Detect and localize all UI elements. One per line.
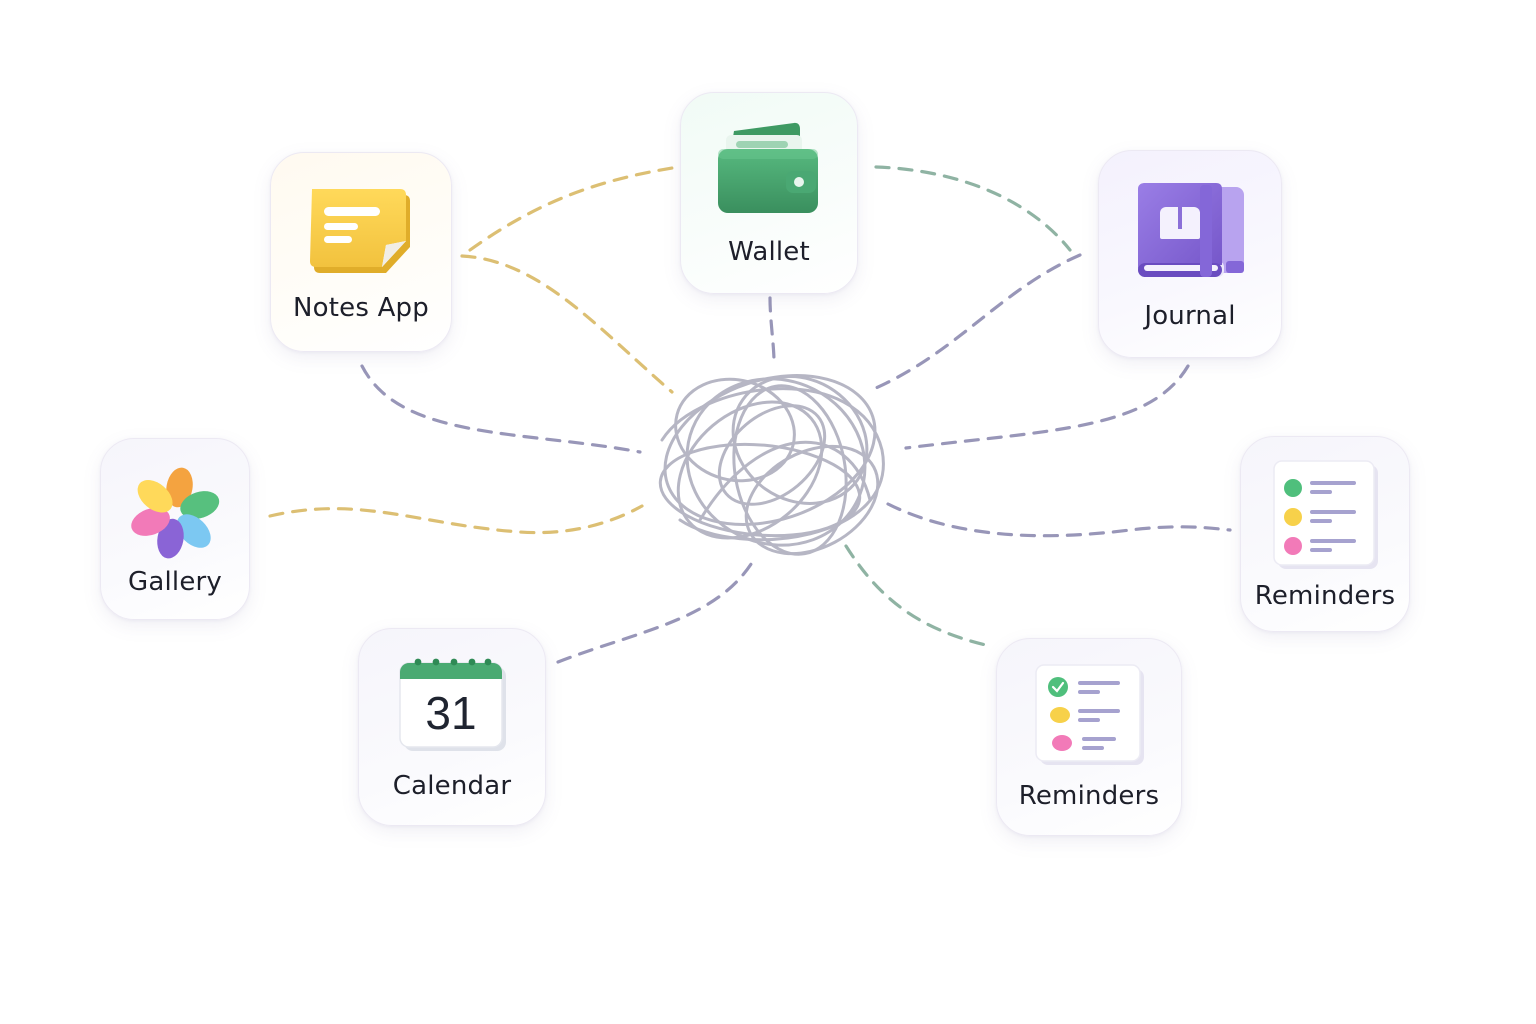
tile-label: Notes App <box>293 293 429 323</box>
connector-journal-hub-lower <box>904 364 1190 450</box>
sticky-note-icon <box>306 187 416 279</box>
calendar-day-number: 31 <box>425 687 476 739</box>
tangled-scribble-icon <box>658 374 885 556</box>
checklist-icon <box>1270 459 1380 575</box>
wallet-icon <box>714 121 824 223</box>
wallet-tile[interactable]: Wallet <box>680 92 858 294</box>
tile-label: Journal <box>1144 301 1236 331</box>
connector-gallery-hub <box>268 504 644 535</box>
connector-reminders-right-hub <box>886 502 1232 538</box>
tile-label: Calendar <box>392 771 512 801</box>
calendar-tile[interactable]: 31 Calendar <box>358 628 546 826</box>
photo-petals-icon <box>125 463 225 567</box>
reminders-tile-bottom[interactable]: Reminders <box>996 638 1182 836</box>
connector-notes-wallet <box>468 166 674 252</box>
gallery-tile[interactable]: Gallery <box>100 438 250 620</box>
tile-label: Gallery <box>128 567 222 597</box>
checklist-icon <box>1032 663 1146 771</box>
journal-book-icon <box>1130 181 1250 289</box>
tile-label: Reminders <box>1018 781 1160 811</box>
notes-app-tile[interactable]: Notes App <box>270 152 452 352</box>
tile-label: Wallet <box>728 237 810 267</box>
connector-wallet-journal <box>874 165 1072 252</box>
reminders-tile-right[interactable]: Reminders <box>1240 436 1410 632</box>
connector-notes-hub <box>460 254 674 394</box>
tile-label: Reminders <box>1254 581 1396 611</box>
connector-notes-hub-lower <box>360 364 642 454</box>
connector-journal-hub <box>874 253 1082 390</box>
connector-calendar-hub <box>556 554 758 664</box>
journal-tile[interactable]: Journal <box>1098 150 1282 358</box>
calendar-icon: 31 <box>396 657 508 757</box>
connector-reminders-bottom-hub <box>844 544 992 648</box>
connector-wallet-hub <box>768 296 776 364</box>
